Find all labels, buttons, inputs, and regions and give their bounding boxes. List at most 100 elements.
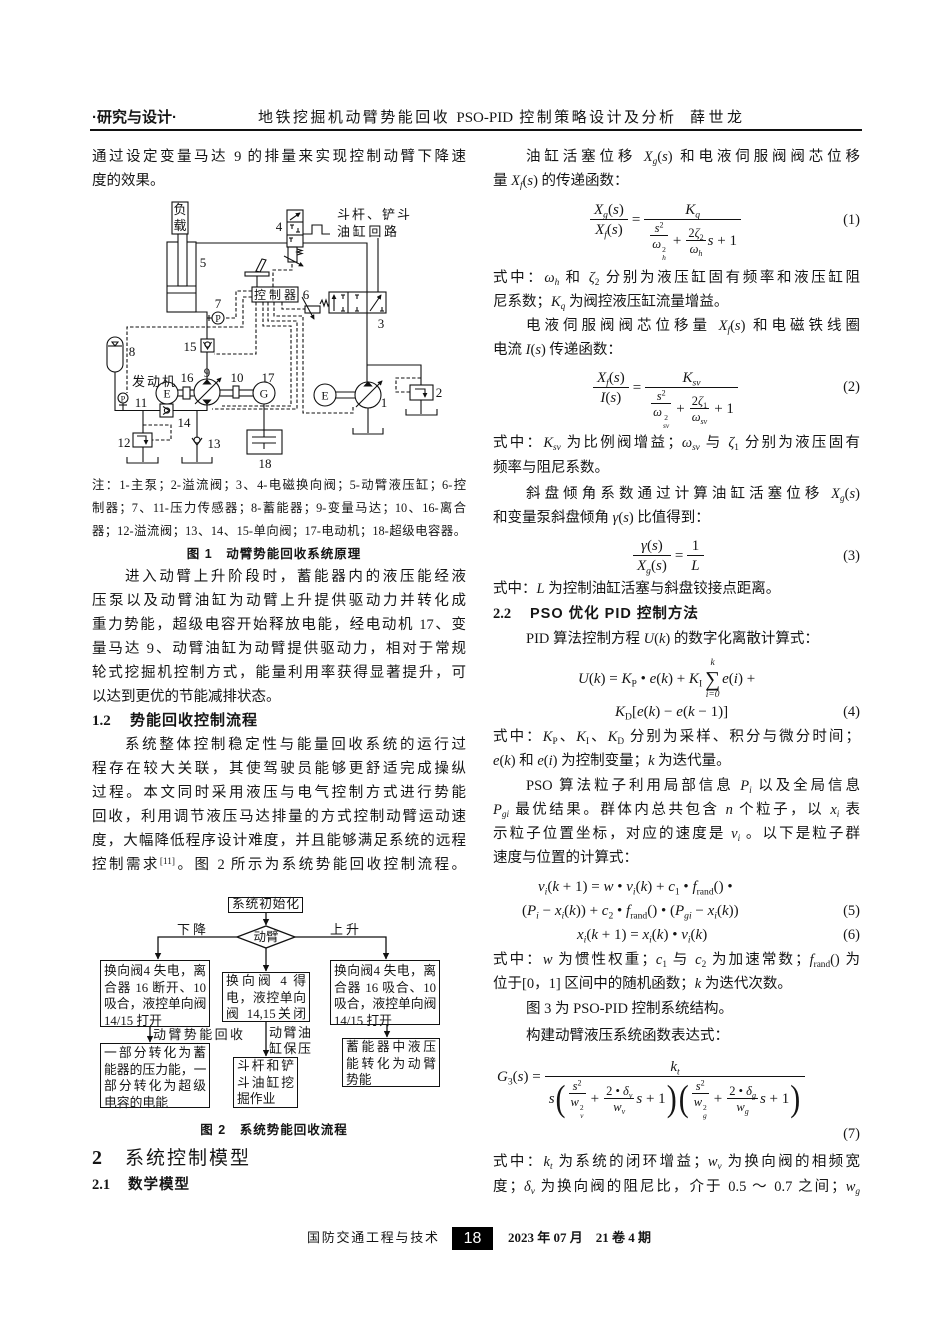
math-token: w xyxy=(613,1100,622,1115)
math-token: k xyxy=(552,879,560,895)
math-token: P xyxy=(674,903,685,919)
math-token: k xyxy=(687,704,695,720)
equation-5-line-2: (Pi − xi(k)) + c2 • frand() • (Pgi − xi(… xyxy=(522,903,739,922)
math-token: w xyxy=(707,1154,718,1170)
paragraph-line: Pgi 最优结果。群体内总共包含 n 个粒子，以 xi 表 xyxy=(493,802,861,821)
fraction: Xf(s)I(s) xyxy=(593,369,629,407)
paragraph-line: 回收，利用调节液压马达排量的方式控制动臂运动速 xyxy=(92,809,466,825)
math-token: i xyxy=(687,934,691,946)
paragraph-line: 进入动臂上升阶段时，蓄能器内的液压能经液 xyxy=(125,569,466,585)
math-token: K xyxy=(688,670,699,687)
math-token: g xyxy=(652,157,658,168)
figure-2-caption: 图 2 系统势能回收流程 xyxy=(200,1123,348,1137)
flow-box-text: 一部分转化为蓄 xyxy=(104,1046,206,1060)
flow-box-text: 吸合，液控单向阀 xyxy=(104,997,207,1011)
paragraph-line: 示粒子位置坐标，对应的速度是 vi 。以下是粒子群 xyxy=(493,826,861,845)
right-paren: ) xyxy=(666,1078,677,1120)
math-token: g xyxy=(855,1187,860,1198)
math-token: P xyxy=(527,903,537,919)
math-token: s xyxy=(707,233,714,250)
math-token: e xyxy=(722,670,729,687)
numerator: Xg(s) xyxy=(590,201,628,220)
math-token: s xyxy=(662,149,668,165)
math-token: K xyxy=(621,670,632,687)
paragraph-line: 度，大幅降低程序设计难度，并且能够满足系统的远程 xyxy=(92,833,466,849)
math-token: i xyxy=(583,934,587,946)
math-token: e xyxy=(676,704,683,720)
math-token: i xyxy=(536,910,539,922)
math-token: c xyxy=(695,952,702,968)
math-token: k xyxy=(569,903,576,919)
math-token: c xyxy=(601,903,609,919)
figure-1-note: 器；12-溢流阀；13、14、15-单向阀；17-电动机；18-超级电容器。 xyxy=(92,524,466,538)
math-token: D xyxy=(625,711,632,723)
paragraph-line: 式中：w 为惯性权重；c1 与 c2 为加速常数；frand() 为 xyxy=(493,952,860,971)
math-token: X xyxy=(637,558,647,574)
math-token: 1 xyxy=(734,443,739,454)
flow-box-hold-result: 斗杆和铲 斗油缸挖 掘作业 xyxy=(233,1057,298,1108)
component-number: 13 xyxy=(208,436,221,451)
check-valve-14-icon xyxy=(159,403,174,418)
component-number: 10 xyxy=(231,370,244,385)
math-token: X xyxy=(831,486,841,502)
math-token: f xyxy=(604,229,607,241)
main-pump-1-icon xyxy=(313,380,383,409)
paragraph-line: 式中：L 为控制油缸活塞与斜盘铰接点距离。 xyxy=(493,581,781,597)
paragraph-line: 量马达 9、动臂油缸为动臂提供驱动力，相对于常规 xyxy=(92,641,466,657)
pressure-symbol: P xyxy=(215,314,221,325)
math-token: i xyxy=(632,886,636,898)
math-token: w xyxy=(736,1100,745,1115)
footer-issue: 2023 年 07 月 21 卷 4 期 xyxy=(508,1230,652,1245)
paragraph-line: 电流 I(s) 传递函数： xyxy=(493,342,622,358)
equals-sign: = xyxy=(631,212,641,228)
arrow-connector xyxy=(295,936,390,960)
left-paren: ( xyxy=(678,1078,689,1120)
math-token: t xyxy=(676,1066,680,1078)
denominator-s: s xyxy=(549,1090,555,1108)
running-author: 薛世龙 xyxy=(690,110,742,126)
math-token: ζ xyxy=(694,226,700,241)
math-token: 3 xyxy=(507,1076,513,1088)
hydraulic-pipes xyxy=(114,224,422,462)
denominator: I(s) xyxy=(600,390,622,406)
math-token: s xyxy=(613,370,620,386)
numerator: s2 xyxy=(691,1079,709,1094)
paragraph-line: e(k) 和 e(i) 为控制变量；k 为迭代量。 xyxy=(493,753,731,769)
math-token: s xyxy=(636,1091,643,1108)
paragraph-line: 构建动臂液压系统函数表达式： xyxy=(526,1028,729,1044)
math-token: s xyxy=(759,1091,766,1108)
math-token: [11] xyxy=(159,856,175,867)
flow-box-text: 电，液控单向 xyxy=(226,990,306,1005)
paragraph-line: 式中：KP、KI、KD 分别为采样、积分与微分时间； xyxy=(493,729,861,748)
section-title: 数学模型 xyxy=(128,1177,190,1193)
motor-symbol: E xyxy=(321,389,328,403)
math-token: f xyxy=(692,879,697,895)
math-token: s xyxy=(734,318,741,334)
flow-box-text: 阀 14,15关闭 xyxy=(226,1007,306,1021)
math-token: G xyxy=(497,1069,508,1085)
branch-label-down: 下降 xyxy=(177,922,210,937)
paragraph-line: 通过设定变量马达 9 的排量来实现控制动臂下降速 xyxy=(92,149,466,165)
math-token: K xyxy=(576,729,586,745)
paragraph-line: 量 Xf(s) 的传递函数： xyxy=(493,173,629,192)
figure-1-hydraulic-diagram: 负 载 斗杆、铲斗 油缸回路 控制器 发动机 E E G P P 1 2 3 4… xyxy=(106,201,443,470)
numerator: 2ζ2 xyxy=(686,226,706,243)
math-token: I xyxy=(698,677,703,689)
math-token: δ xyxy=(746,1084,752,1099)
component-number: 2 xyxy=(436,385,443,400)
math-token: x xyxy=(707,903,715,919)
math-token: g xyxy=(751,1091,756,1101)
flow-box-descend: 换向阀4 失电，离 合器 16 断开、10 吸合，液控单向阀 14/15 打开 xyxy=(100,960,210,1028)
flow-box-descend-result: 一部分转化为蓄 能器的压力能，一 部分转化为超级 电容的电能 xyxy=(100,1043,210,1110)
flow-box-text: 合器 16 断开、10 xyxy=(104,980,206,995)
